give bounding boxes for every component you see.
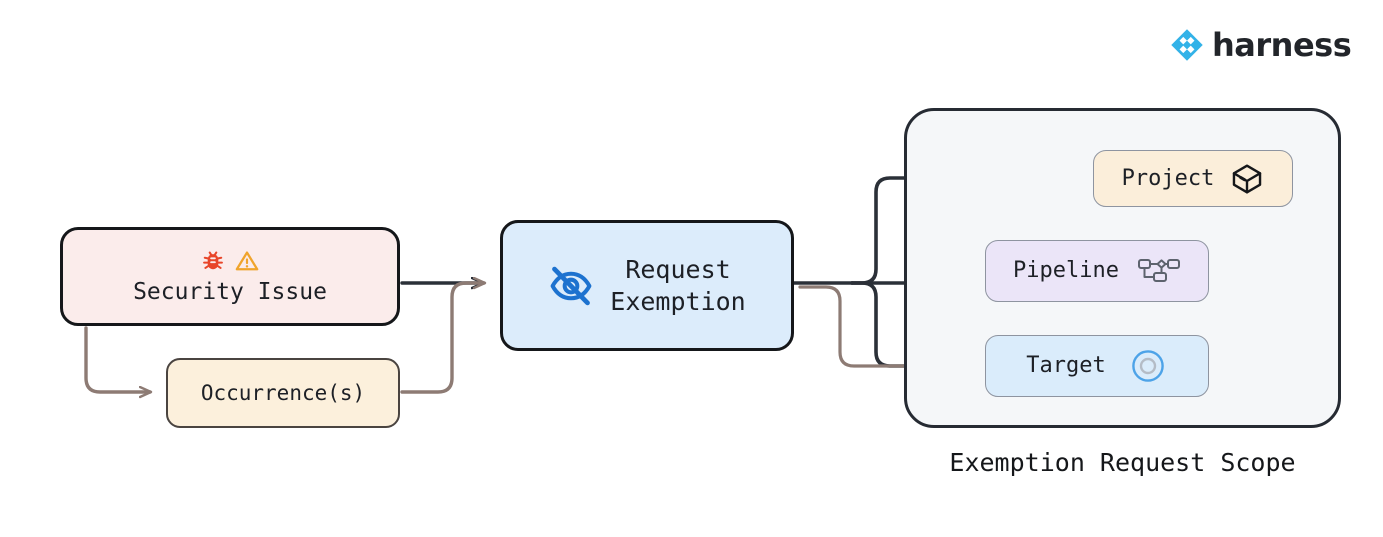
node-scope-pipeline-label: Pipeline: [1013, 258, 1119, 284]
cube-icon: [1230, 162, 1264, 196]
node-occurrences-label: Occurrence(s): [200, 380, 366, 405]
exemption-request-scope-caption: Exemption Request Scope: [949, 448, 1296, 477]
edge-security-to-occurrence: [84, 326, 150, 392]
node-scope-pipeline[interactable]: Pipeline: [985, 240, 1209, 302]
target-icon: [1128, 346, 1168, 386]
edge-occurrence-to-exemption: [400, 283, 484, 394]
brand-name: harness: [1212, 26, 1352, 64]
warning-triangle-icon: [235, 251, 259, 271]
node-scope-target-label: Target: [1026, 353, 1106, 379]
security-issue-icons: [200, 246, 260, 276]
eye-off-icon: [550, 266, 592, 305]
node-scope-project[interactable]: Project: [1093, 150, 1293, 207]
node-scope-target[interactable]: Target: [985, 335, 1209, 397]
brand-logo: harness: [1170, 26, 1352, 64]
pipeline-icon: [1137, 256, 1181, 286]
node-request-exemption[interactable]: Request Exemption: [500, 220, 794, 351]
node-security-issue-label: Security Issue: [133, 279, 327, 306]
bug-icon: [203, 251, 223, 270]
node-request-exemption-label: Request Exemption: [610, 255, 746, 316]
harness-diamond-logo-icon: [1171, 29, 1203, 61]
node-scope-project-label: Project: [1121, 165, 1215, 191]
node-occurrences[interactable]: Occurrence(s): [166, 358, 400, 428]
node-security-issue[interactable]: Security Issue: [60, 227, 400, 326]
